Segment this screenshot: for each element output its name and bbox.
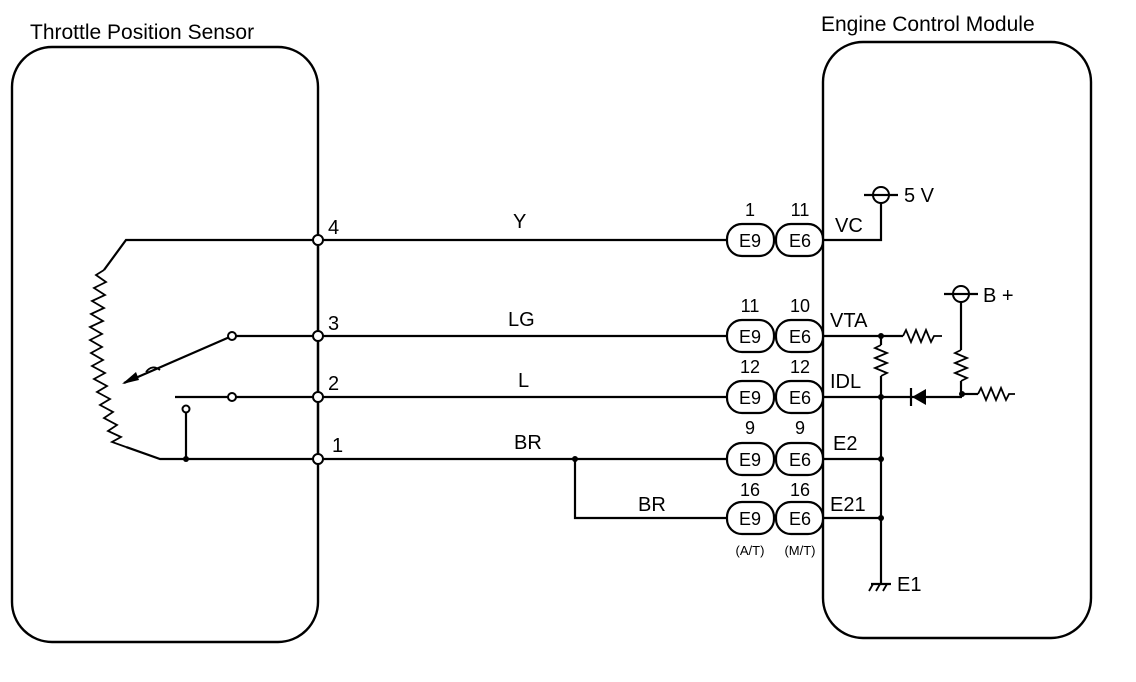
connector-e6-pin: 16 xyxy=(790,480,810,500)
connector-e9-label: E9 xyxy=(739,231,761,251)
connector-e9-label: E9 xyxy=(739,388,761,408)
terminal-e21: E21 xyxy=(830,494,866,516)
terminal-vc: VC xyxy=(835,215,863,237)
connector-row-5: E9 E6 16 16 xyxy=(725,480,825,536)
wire-label-l: L xyxy=(518,370,529,392)
wire-label-br-branch: BR xyxy=(638,494,666,516)
connector-row-3: E9 E6 12 12 xyxy=(725,357,825,415)
connector-e9-pin: 9 xyxy=(745,418,755,438)
wire-label-lg: LG xyxy=(508,309,535,331)
sensor-pin-2: 2 xyxy=(328,373,339,395)
connector-e6-pin: 11 xyxy=(791,200,810,220)
connector-e9-label: E9 xyxy=(739,327,761,347)
supply-b-plus: B + xyxy=(983,285,1014,307)
ecm-box xyxy=(821,40,1093,640)
ecm-title: Engine Control Module xyxy=(821,13,1035,36)
connector-e6-pin: 10 xyxy=(790,296,810,316)
terminal-e1: E1 xyxy=(897,574,921,596)
connector-e9-pin: 16 xyxy=(740,480,760,500)
connector-row-1: E9 E6 1 11 xyxy=(725,200,825,258)
supply-5v: 5 V xyxy=(904,185,935,207)
connector-e6-label: E6 xyxy=(789,509,811,529)
connector-e6-label: E6 xyxy=(789,327,811,347)
sensor-title: Throttle Position Sensor xyxy=(30,21,254,44)
connector-e9-pin: 12 xyxy=(740,357,760,377)
connector-e6-pin: 12 xyxy=(790,357,810,377)
terminal-vta: VTA xyxy=(830,310,868,332)
wire-br-branch xyxy=(572,456,727,520)
ecm-internal-circuit xyxy=(823,186,1015,592)
wire-label-y: Y xyxy=(513,211,526,233)
sensor-pin-4: 4 xyxy=(328,217,339,239)
connector-row-2: E9 E6 11 10 xyxy=(725,296,825,354)
connector-row-4: E9 E6 9 9 xyxy=(725,418,825,477)
connector-e6-label: E6 xyxy=(789,231,811,251)
connector-e6-pin: 9 xyxy=(795,418,805,438)
note-mt: (M/T) xyxy=(784,543,815,558)
sensor-box xyxy=(10,45,320,644)
sensor-internal-circuit xyxy=(88,234,324,465)
sensor-pin-1: 1 xyxy=(332,435,343,457)
sensor-pin-3: 3 xyxy=(328,313,339,335)
note-at: (A/T) xyxy=(736,543,765,558)
connector-e9-pin: 1 xyxy=(745,200,755,220)
connector-e6-label: E6 xyxy=(789,450,811,470)
wire-label-br: BR xyxy=(514,432,542,454)
terminal-idl: IDL xyxy=(830,371,861,393)
terminal-e2: E2 xyxy=(833,433,857,455)
connector-e9-label: E9 xyxy=(739,450,761,470)
connector-e6-label: E6 xyxy=(789,388,811,408)
connector-e9-label: E9 xyxy=(739,509,761,529)
connector-e9-pin: 11 xyxy=(741,296,760,316)
